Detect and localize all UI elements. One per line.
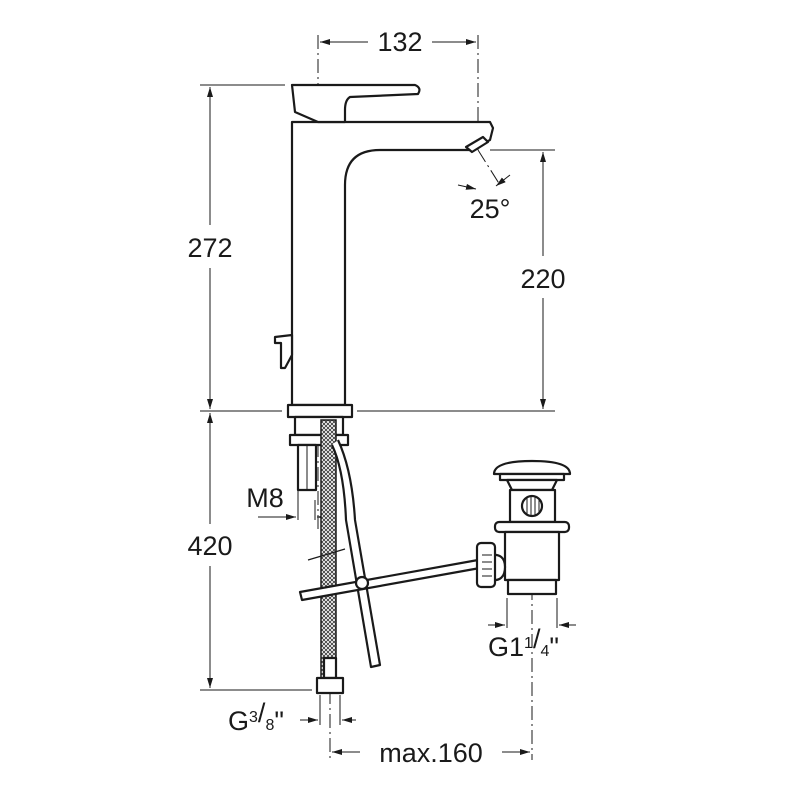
- hose-thread-label: G3/8": [228, 698, 284, 736]
- spout-height-label: 220: [520, 264, 565, 294]
- lift-rod: [331, 439, 382, 669]
- spout-angle-label: 25°: [470, 194, 511, 224]
- mount-thread-label: M8: [246, 483, 284, 513]
- faucet-body: [273, 83, 495, 419]
- drain-thread-label: G11/4": [488, 624, 559, 662]
- hose-nut: [315, 676, 345, 695]
- spout-reach-label: 132: [377, 27, 422, 57]
- below-height-label: 420: [187, 531, 232, 561]
- extension-lines: [200, 84, 558, 725]
- mounting-assembly: [288, 415, 482, 695]
- total-height-label: 272: [187, 233, 232, 263]
- pop-up-drain: [475, 459, 572, 596]
- flexible-hose: [320, 419, 337, 681]
- max-distance-label: max.160: [379, 738, 483, 768]
